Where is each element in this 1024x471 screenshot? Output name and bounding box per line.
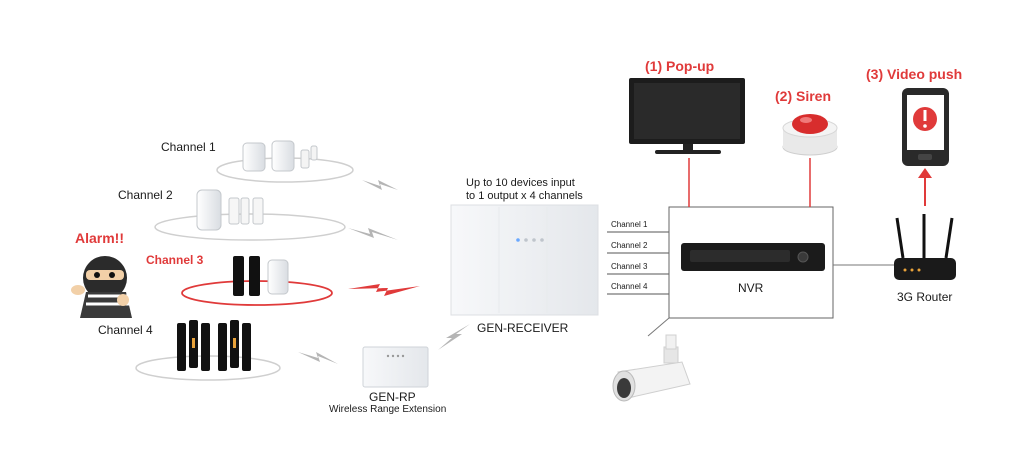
signal-bolt-ch2 — [348, 228, 398, 240]
receiver-name: GEN-RECEIVER — [477, 321, 569, 335]
output-lines — [688, 158, 811, 207]
signal-bolt-ch4 — [298, 352, 338, 364]
phone-device — [902, 88, 949, 166]
repeater-description: Wireless Range Extension — [329, 404, 447, 415]
siren-device — [782, 114, 838, 156]
channel-4-label: Channel 4 — [98, 323, 153, 337]
camera-device — [612, 334, 691, 402]
router-name: 3G Router — [897, 290, 953, 304]
monitor-device — [629, 78, 745, 154]
signal-bolt-rp — [438, 324, 470, 350]
channel-1-label: Channel 1 — [161, 140, 216, 154]
nvr-input-4: Channel 4 — [611, 282, 648, 291]
repeater-name: GEN-RP — [369, 390, 416, 404]
signal-bolt-ch1 — [362, 180, 398, 190]
output-video-push-label: (3) Video push — [866, 66, 963, 82]
output-siren-label: (2) Siren — [775, 88, 832, 104]
repeater-device — [362, 346, 429, 388]
receiver-caption-line2: to 1 output x 4 channels — [466, 190, 583, 202]
nvr-device — [681, 243, 825, 271]
router-device — [894, 214, 956, 280]
channel-1-devices — [216, 140, 354, 183]
channel-wires — [607, 231, 669, 295]
signal-bolts — [298, 180, 470, 364]
nvr-camera-line — [647, 317, 670, 337]
burglar-figure — [71, 256, 132, 318]
receiver-device — [450, 204, 599, 316]
channel-2-label: Channel 2 — [118, 188, 173, 202]
channel-3-devices — [181, 256, 333, 306]
signal-bolt-ch3-alarm — [348, 284, 420, 296]
nvr-input-3: Channel 3 — [611, 262, 648, 271]
nvr-input-2: Channel 2 — [611, 241, 648, 250]
channel-2-devices — [154, 189, 346, 241]
channel-3-label: Channel 3 — [146, 253, 204, 267]
receiver-caption-line1: Up to 10 devices input — [466, 177, 575, 189]
channel-4-devices — [135, 320, 281, 381]
up-arrow — [918, 168, 932, 206]
nvr-input-1: Channel 1 — [611, 220, 648, 229]
nvr-name: NVR — [738, 281, 764, 295]
alarm-label: Alarm!! — [75, 230, 125, 246]
output-popup-label: (1) Pop-up — [645, 58, 715, 74]
